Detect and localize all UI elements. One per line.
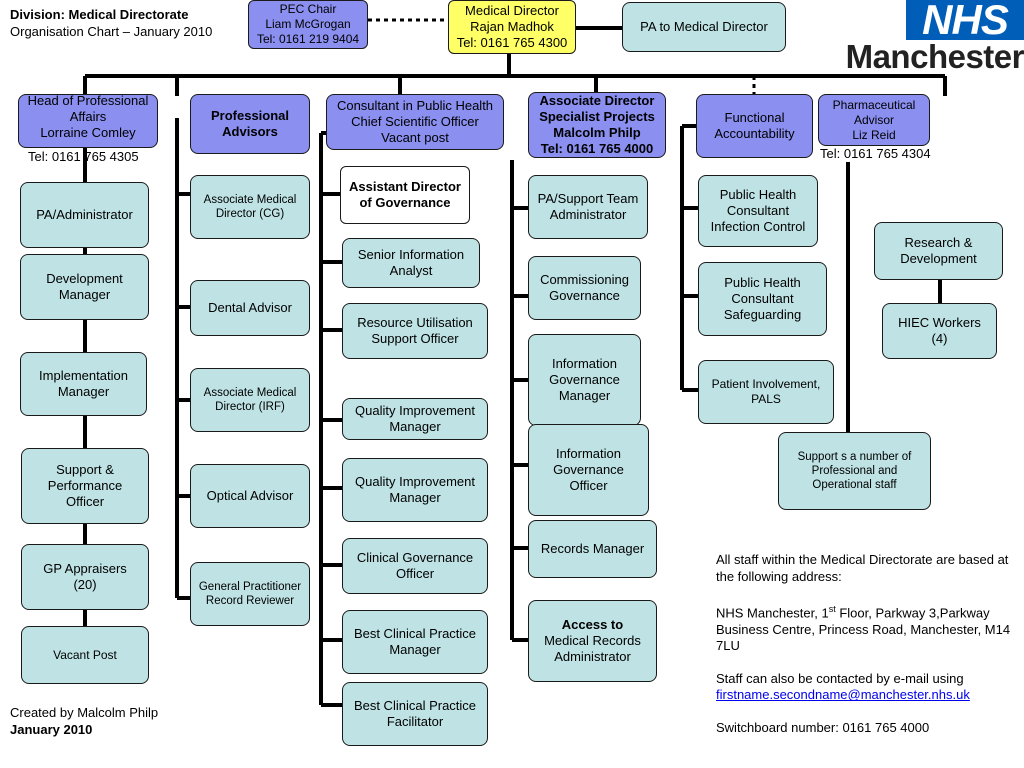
- head-professional-affairs-box: Head of Professional Affairs Lorraine Co…: [18, 93, 158, 148]
- access-medical-records-title: Access to: [561, 617, 624, 632]
- consultant-public-health-title-2: Chief Scientific Officer: [351, 114, 479, 129]
- functional-accountability-title: Functional: [724, 110, 785, 125]
- access-medical-records-box: Access to Medical Records Administrator: [528, 600, 657, 682]
- functional-accountability-box: Functional Accountability: [696, 94, 813, 158]
- commissioning-governance-box: Commissioning Governance: [528, 256, 641, 320]
- development-manager-box: Development Manager: [20, 254, 149, 320]
- address-intro: All staff within the Medical Directorate…: [716, 552, 1009, 584]
- support-performance-officer-box: Support & Performance Officer: [21, 448, 149, 524]
- consultant-public-health-name: Vacant post: [381, 130, 449, 145]
- pharmaceutical-advisor-box: Pharmaceutical Advisor Liz Reid: [818, 94, 930, 146]
- head-professional-affairs-tel: Tel: 0161 765 4305: [28, 149, 139, 164]
- information-governance-manager-box: Information Governance Manager: [528, 334, 641, 426]
- pec-chair-name: Liam McGrogan: [265, 17, 351, 31]
- professional-advisors-box: Professional Advisors: [190, 94, 310, 154]
- functional-accountability-title-2: Accountability: [714, 126, 795, 141]
- chart-subtitle: Organisation Chart – January 2010: [10, 24, 213, 39]
- support-staff-box: Support s a number of Professional and O…: [778, 432, 931, 510]
- professional-advisors-title-2: Advisors: [222, 124, 278, 139]
- pharmaceutical-advisor-name: Liz Reid: [852, 127, 896, 142]
- records-manager-box: Records Manager: [528, 520, 657, 578]
- gp-appraisers-box: GP Appraisers (20): [21, 544, 149, 610]
- dental-advisor-box: Dental Advisor: [190, 280, 310, 336]
- created-date-text: January 2010: [10, 722, 93, 737]
- gp-record-reviewer-box: General Practitioner Record Reviewer: [190, 562, 310, 626]
- pec-chair-title: PEC Chair: [279, 2, 337, 16]
- pa-support-team-admin-box: PA/Support Team Administrator: [528, 175, 648, 239]
- consultant-public-health-title: Consultant in Public Health: [336, 98, 494, 113]
- clinical-governance-officer-box: Clinical Governance Officer: [342, 538, 488, 594]
- optical-advisor-box: Optical Advisor: [190, 464, 310, 528]
- pa-to-medical-director-box: PA to Medical Director: [622, 2, 786, 52]
- pec-chair-tel: Tel: 0161 219 9404: [256, 32, 360, 46]
- associate-director-name: Malcolm Philp: [553, 125, 641, 140]
- best-clinical-practice-facilitator-box: Best Clinical Practice Facilitator: [342, 682, 488, 746]
- address-floor-suffix: st: [828, 604, 836, 614]
- head-professional-affairs-name: Lorraine Comley: [40, 125, 136, 140]
- medical-director-title: Medical Director: [465, 3, 559, 18]
- pharmaceutical-advisor-title-2: Advisor: [853, 112, 894, 127]
- address-line-start: NHS Manchester, 1: [716, 605, 829, 621]
- address-line-rest: Floor, Parkway 3,Parkway Business Centre…: [716, 605, 1011, 654]
- professional-advisors-title: Professional: [210, 108, 290, 123]
- associate-director-title: Associate Director: [539, 93, 655, 108]
- associate-director-box: Associate Director Specialist Projects M…: [528, 92, 666, 158]
- pharmaceutical-advisor-tel: Tel: 0161 765 4304: [820, 146, 931, 161]
- associate-director-title-2: Specialist Projects: [539, 109, 655, 124]
- nhs-logo-badge: NHS: [906, 0, 1024, 41]
- patient-involvement-pals-box: Patient Involvement, PALS: [698, 360, 834, 424]
- address-text: NHS Manchester, 1st Floor, Parkway 3,Par…: [716, 601, 1016, 655]
- created-by-text: Created by Malcolm Philp: [10, 705, 159, 720]
- medical-director-tel: Tel: 0161 765 4300: [456, 35, 568, 50]
- access-medical-records-role: Medical Records Administrator: [544, 633, 641, 664]
- best-clinical-practice-manager-box: Best Clinical Practice Manager: [342, 610, 488, 674]
- pa-administrator-box: PA/Administrator: [20, 182, 149, 248]
- consultant-public-health-box: Consultant in Public Health Chief Scient…: [326, 94, 504, 150]
- implementation-manager-box: Implementation Manager: [20, 352, 147, 416]
- switchboard-number: Switchboard number: 0161 765 4000: [716, 719, 930, 735]
- vacant-post-box: Vacant Post: [21, 626, 149, 684]
- research-development-box: Research & Development: [874, 222, 1003, 280]
- pec-chair-box: PEC Chair Liam McGrogan Tel: 0161 219 94…: [248, 0, 368, 49]
- pharmaceutical-advisor-title: Pharmaceutical: [832, 97, 916, 112]
- information-governance-officer-box: Information Governance Officer: [528, 424, 649, 516]
- email-intro: Staff can also be contacted by e-mail us…: [716, 670, 964, 686]
- resource-utilisation-officer-box: Resource Utilisation Support Officer: [342, 303, 488, 359]
- medical-director-name: Rajan Madhok: [470, 19, 554, 34]
- assistant-director-governance-box: Assistant Director of Governance: [340, 166, 470, 224]
- email-note: Staff can also be contacted by e-mail us…: [716, 671, 1016, 704]
- assoc-medical-director-irf-box: Associate Medical Director (IRF): [190, 368, 310, 432]
- nhs-logo-name: Manchester: [845, 38, 1024, 75]
- ph-consultant-safeguarding-box: Public Health Consultant Safeguarding: [698, 262, 827, 336]
- contact-info: All staff within the Medical Directorate…: [716, 552, 1016, 752]
- head-professional-affairs-title: Head of Professional: [27, 93, 149, 108]
- quality-improvement-manager-1-box: Quality Improvement Manager: [342, 398, 488, 440]
- medical-director-box: Medical Director Rajan Madhok Tel: 0161 …: [448, 0, 576, 54]
- division-title: Division: Medical Directorate: [10, 7, 189, 22]
- senior-information-analyst-box: Senior Information Analyst: [342, 238, 480, 288]
- associate-director-tel: Tel: 0161 765 4000: [540, 141, 654, 156]
- head-professional-affairs-title-2: Affairs: [69, 109, 107, 124]
- ph-consultant-infection-box: Public Health Consultant Infection Contr…: [698, 175, 818, 247]
- email-link[interactable]: firstname.secondname@manchester.nhs.uk: [716, 687, 970, 703]
- chart-header: Division: Medical Directorate Organisati…: [10, 6, 212, 40]
- hiec-workers-box: HIEC Workers (4): [882, 303, 997, 359]
- assoc-medical-director-cg-box: Associate Medical Director (CG): [190, 175, 310, 239]
- quality-improvement-manager-2-box: Quality Improvement Manager: [342, 458, 488, 522]
